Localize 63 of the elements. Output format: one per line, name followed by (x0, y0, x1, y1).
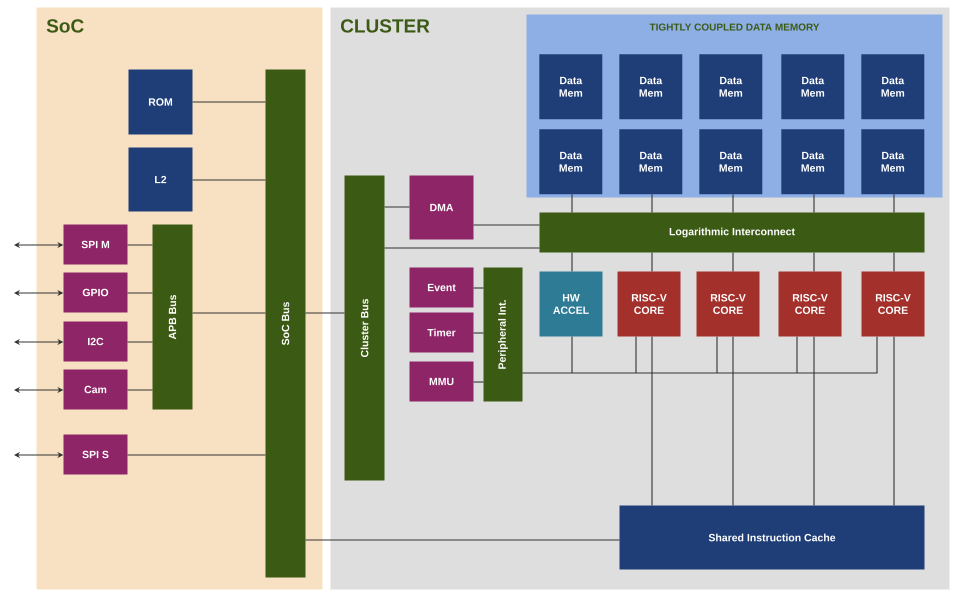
connector-line (571, 252, 573, 272)
connector-line (522, 336, 878, 374)
peripheral-box: Timer (410, 312, 474, 352)
memory-box: Data Mem (619, 54, 682, 120)
connector-line (651, 194, 653, 212)
memory-box: Data Mem (539, 54, 602, 120)
connector-line (651, 252, 653, 272)
connector-line (128, 454, 266, 456)
connector-line (384, 206, 410, 208)
memory-box: Data Mem (539, 129, 602, 194)
connector-line (192, 312, 266, 314)
core-box: RISC-V CORE (618, 272, 680, 336)
connector-line (893, 336, 895, 506)
peripheral-box: GPIO (64, 272, 128, 312)
interconnect-bar: Logarithmic Interconnect (540, 212, 924, 252)
memory-box: Data Mem (861, 54, 924, 120)
memory-box: Data Mem (619, 129, 682, 194)
connector-line (128, 341, 152, 343)
bus-bar: Peripheral Int. (484, 268, 522, 402)
memory-box: L2 (128, 148, 192, 212)
core-box: RISC-V CORE (862, 272, 924, 336)
core-box: RISC-V CORE (778, 272, 842, 336)
memory-box: Data Mem (699, 54, 762, 120)
bus-bar: Cluster Bus (344, 176, 384, 480)
memory-box: Data Mem (781, 129, 844, 194)
connector-line (813, 252, 815, 272)
connector-line (474, 381, 484, 383)
peripheral-box: Event (410, 268, 474, 308)
peripheral-box: SPI S (64, 434, 128, 474)
connector-line (192, 179, 266, 181)
connector-line (893, 194, 895, 212)
connector-line (384, 247, 540, 249)
connector-line (474, 287, 484, 289)
memory-box: Data Mem (861, 129, 924, 194)
connector-line (128, 389, 152, 391)
connector-line (893, 252, 895, 272)
connector-line (192, 101, 266, 103)
memory-box: ROM (128, 70, 192, 134)
connector-line (732, 252, 734, 272)
connector-line (813, 336, 815, 506)
connector-line (128, 292, 152, 294)
core-box: RISC-V CORE (696, 272, 760, 336)
bus-bar: APB Bus (152, 224, 192, 410)
accelerator-box: HW ACCEL (540, 272, 602, 336)
memory-box: Data Mem (699, 129, 762, 194)
cache-box: Shared Instruction Cache (620, 506, 924, 570)
peripheral-box: MMU (410, 362, 474, 402)
memory-box: Data Mem (781, 54, 844, 120)
peripheral-box: Cam (64, 370, 128, 410)
connector-line (474, 224, 540, 226)
connector-line (474, 332, 484, 334)
connector-line (732, 336, 734, 506)
connector-line (128, 244, 152, 246)
connector-line (651, 336, 653, 506)
connector-line (306, 312, 344, 314)
peripheral-box: I2C (64, 322, 128, 362)
peripheral-box: SPI M (64, 224, 128, 264)
peripheral-box: DMA (410, 176, 474, 240)
connector-line (813, 194, 815, 212)
bus-bar: SoC Bus (266, 70, 306, 578)
connector-line (732, 194, 734, 212)
connector-line (306, 539, 620, 541)
connector-line (571, 194, 573, 212)
